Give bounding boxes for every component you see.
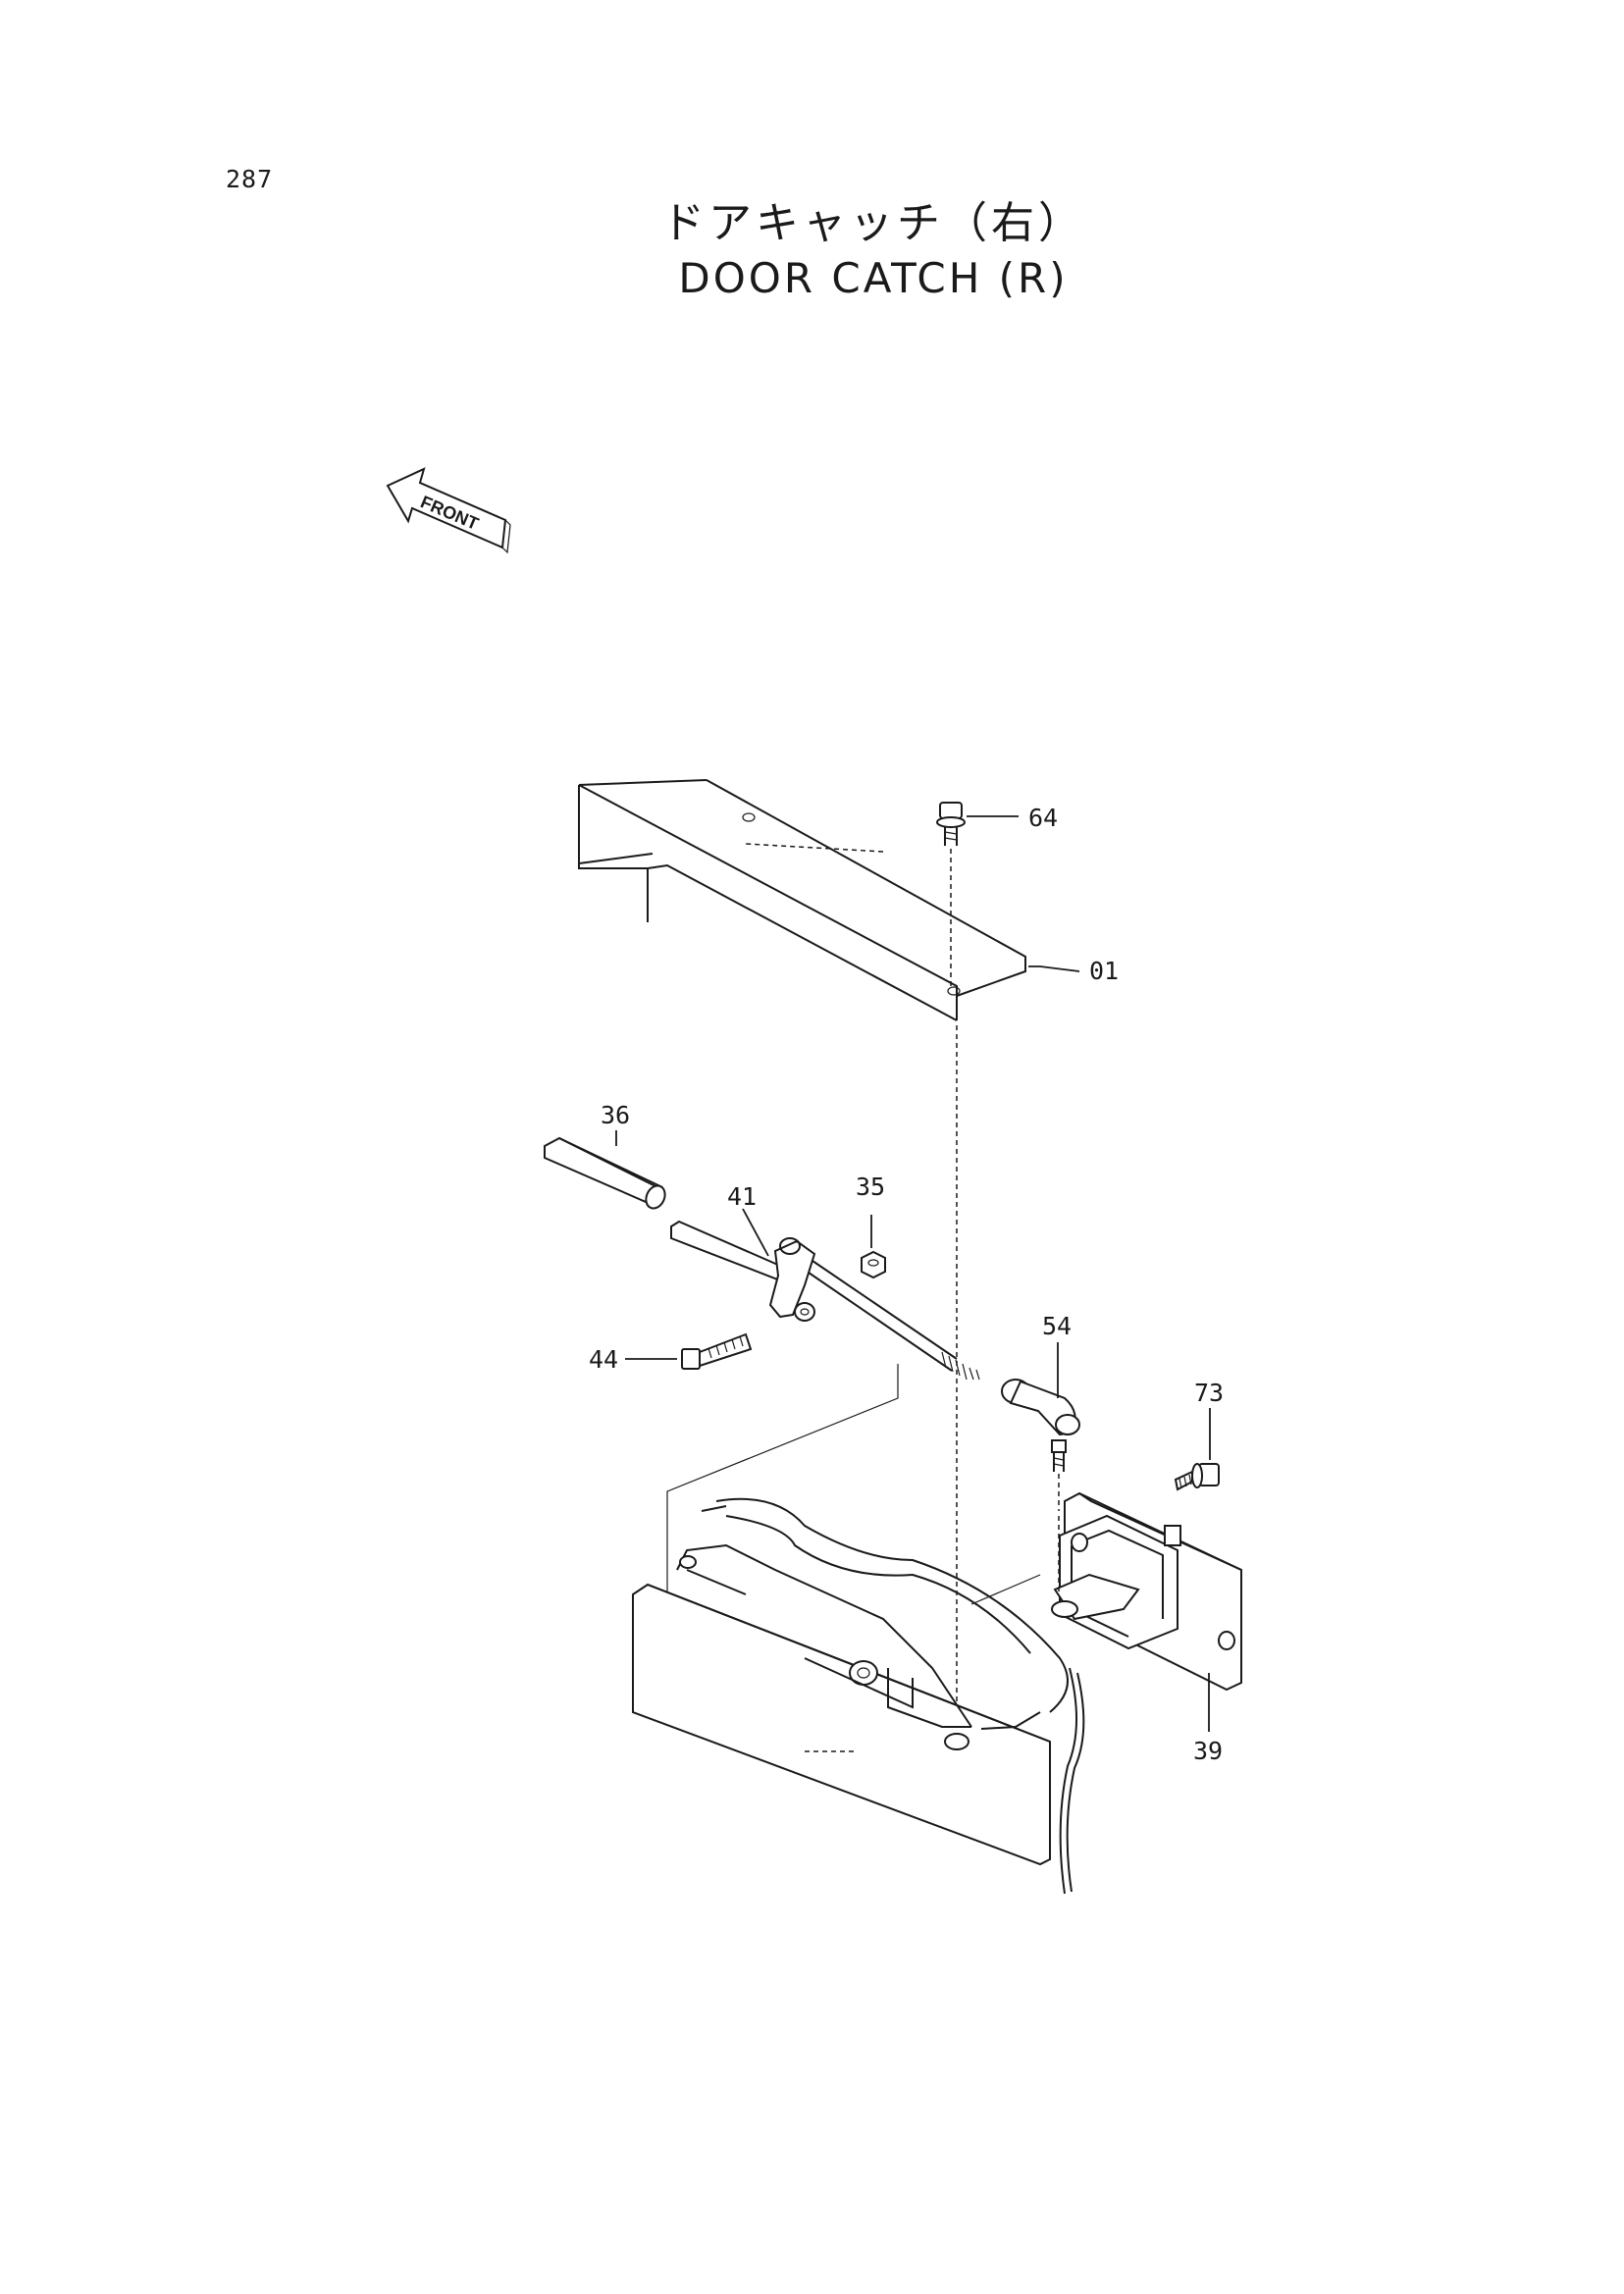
title-japanese: ドアキャッチ（右） [661, 198, 1085, 248]
page-title: ドアキャッチ（右） DOOR CATCH (R) [648, 196, 1099, 306]
part-73-bolt [1174, 1463, 1220, 1491]
callout-41: 41 [727, 1182, 757, 1211]
part-01-cover-plate [578, 779, 1026, 1021]
title-english: DOOR CATCH (R) [678, 254, 1069, 302]
page-number: 287 [226, 165, 274, 193]
leader-lines [615, 815, 1211, 1732]
part-39-catch-bracket [1051, 1491, 1242, 1692]
part-36-sleeve [544, 1136, 666, 1210]
lever-assembly [768, 1237, 980, 1381]
part-64-bolt [936, 802, 966, 986]
callout-01: 01 [1089, 957, 1119, 985]
callout-36: 36 [601, 1101, 630, 1129]
part-54-ball-joint [1001, 1379, 1080, 1511]
callout-73: 73 [1194, 1379, 1224, 1407]
part-44-bolt [681, 1332, 753, 1370]
callout-39: 39 [1193, 1737, 1223, 1765]
callout-44: 44 [589, 1345, 618, 1374]
callout-54: 54 [1042, 1312, 1072, 1340]
callout-35: 35 [856, 1173, 885, 1201]
part-35-nut [861, 1250, 886, 1279]
front-arrow-icon: FRONT [386, 467, 511, 554]
part-41-bar [670, 1220, 781, 1282]
callout-64: 64 [1028, 804, 1058, 832]
base-housing [632, 1364, 1085, 1895]
